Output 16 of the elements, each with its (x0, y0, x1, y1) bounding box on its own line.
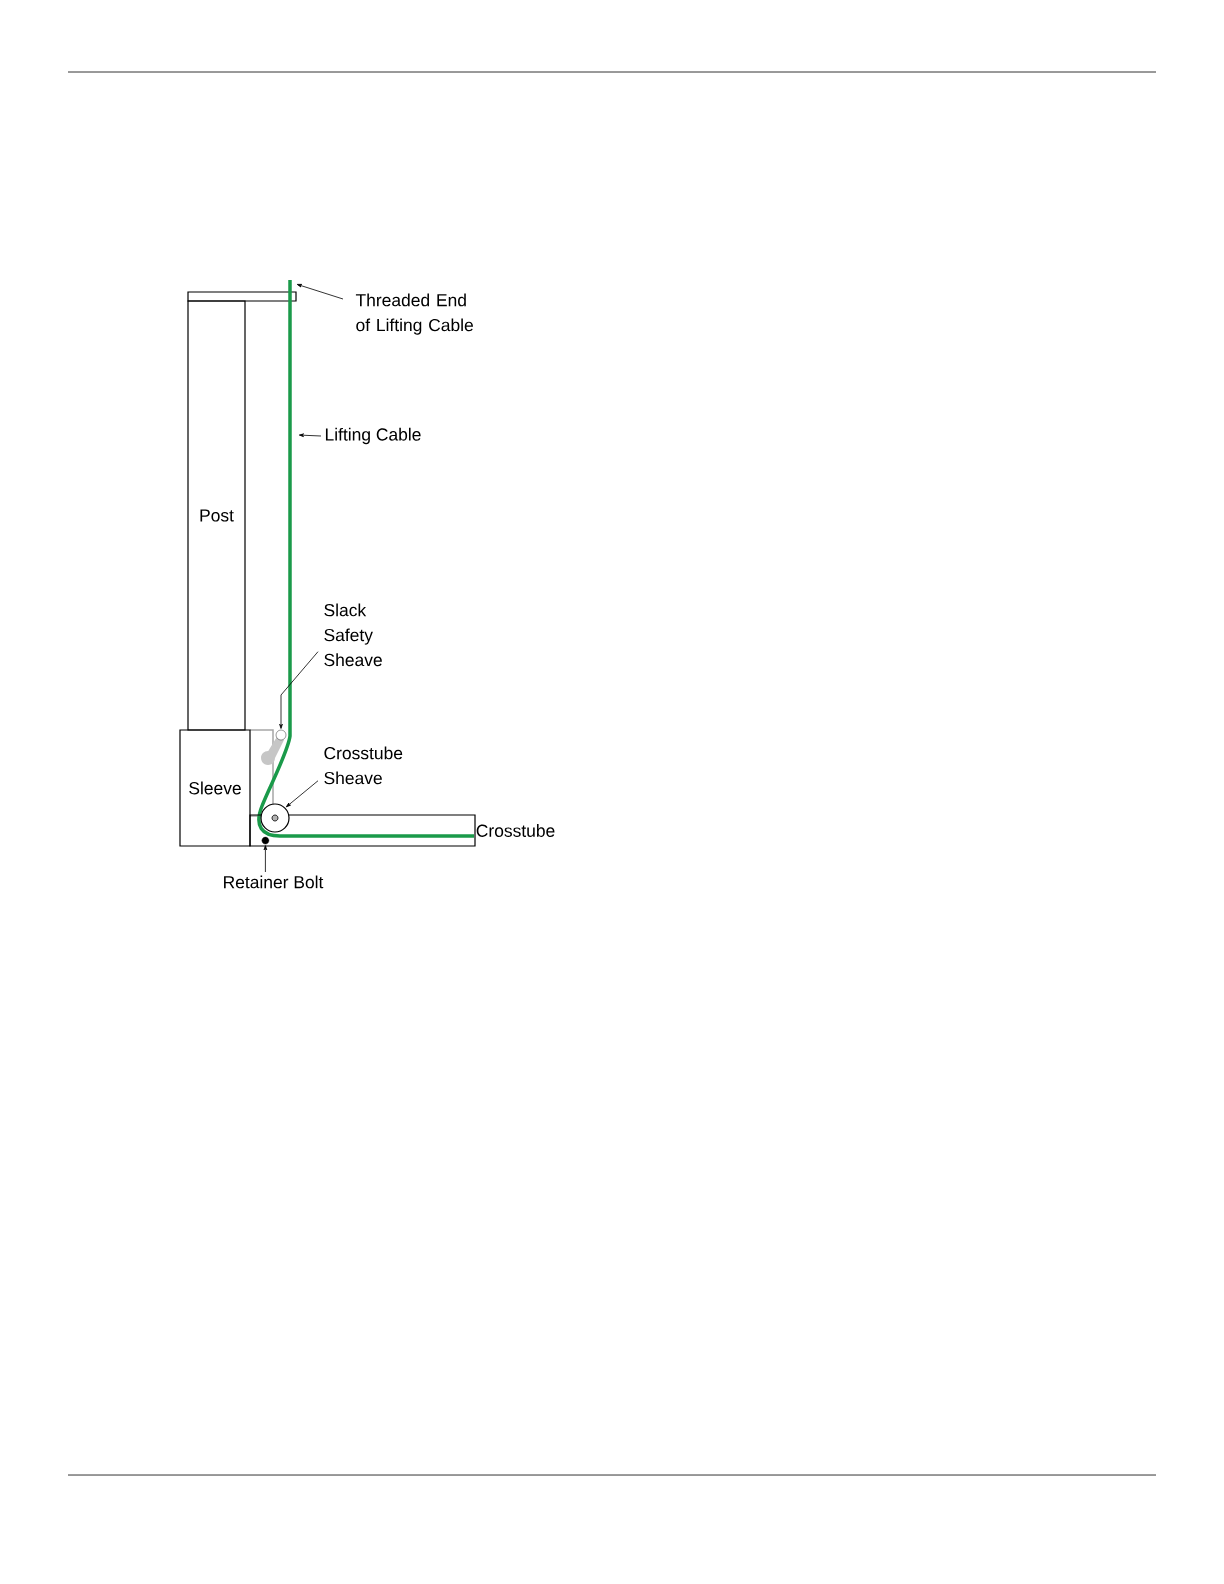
leader-line (279, 651, 319, 729)
node-label: Crosstube (476, 824, 555, 837)
callout-text: Crosstube Sheave (324, 746, 403, 785)
callout-text: Retainer Bolt (224, 875, 324, 889)
callout-text: Lifting Cable (325, 427, 421, 445)
leader-line (296, 284, 344, 300)
callout-text: Threaded End of Lifting Cable (355, 293, 473, 335)
sheave (260, 803, 290, 833)
sheave (275, 729, 287, 741)
crosstube-box: Crosstube (249, 814, 555, 847)
callout-text: Slack Safety Sheave (324, 603, 382, 667)
sleeve-box: Sleeve (179, 729, 251, 847)
leader-line (298, 433, 322, 438)
leader-line (263, 845, 268, 873)
leader-line (285, 780, 319, 808)
post-box: Post (187, 300, 246, 731)
